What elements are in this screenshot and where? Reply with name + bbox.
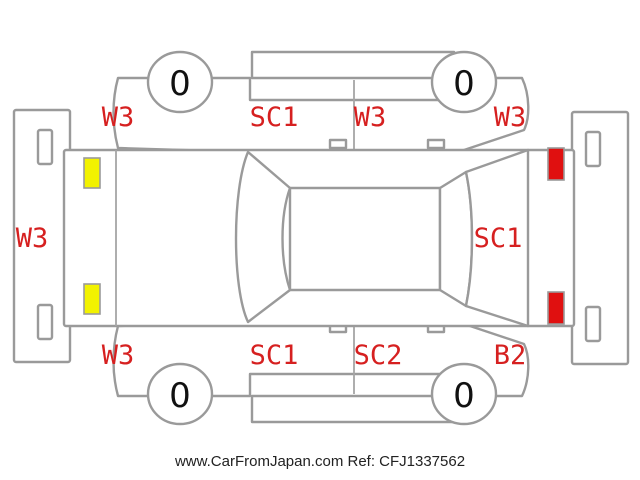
rear-left-taillamp: [547, 147, 565, 181]
wheel-bottom-right-value: 0: [453, 376, 475, 416]
wheel-top-right-value: 0: [453, 64, 475, 104]
code-rear-left-door-top: W3: [354, 102, 387, 133]
wheel-bottom-right: 0: [430, 362, 498, 426]
rear-bumper: [570, 110, 630, 366]
wheel-top-right: 0: [430, 50, 498, 114]
reference-footer: www.CarFromJapan.com Ref: CFJ1337562: [174, 453, 465, 470]
windshield: [234, 150, 292, 324]
top-view-body: [62, 148, 576, 328]
code-trunk: SC1: [474, 223, 523, 254]
rear-window: [438, 170, 474, 308]
code-front-bumper: W3: [16, 223, 49, 254]
right-roof-rail: [250, 394, 456, 424]
rear-right-taillamp: [547, 291, 565, 325]
code-front-left-fender: W3: [102, 102, 135, 133]
left-roof-rail: [250, 50, 456, 80]
wheel-top-left-value: 0: [169, 64, 191, 104]
front-bumper-marker-bottom: [36, 303, 54, 341]
trunk-lid: [464, 148, 530, 328]
wheel-bottom-left-value: 0: [169, 376, 191, 416]
left-front-door-handle: [328, 138, 348, 150]
front-bumper-marker-top: [36, 128, 54, 166]
wheel-top-left: 0: [146, 50, 214, 114]
code-rear-left-quarter: W3: [494, 102, 527, 133]
left-rear-door-handle: [426, 138, 446, 150]
rear-bumper-marker-bottom: [584, 305, 602, 343]
code-rear-right-quarter: B2: [494, 340, 527, 371]
code-front-left-door-top: SC1: [250, 102, 299, 133]
code-rear-right-door: SC2: [354, 340, 403, 371]
wheel-bottom-left: 0: [146, 362, 214, 426]
front-left-headlamp: [83, 157, 101, 189]
roof: [288, 186, 442, 292]
code-front-right-door: SC1: [250, 340, 299, 371]
rear-bumper-marker-top: [584, 130, 602, 168]
front-right-headlamp: [83, 283, 101, 315]
code-front-right-fender: W3: [102, 340, 135, 371]
